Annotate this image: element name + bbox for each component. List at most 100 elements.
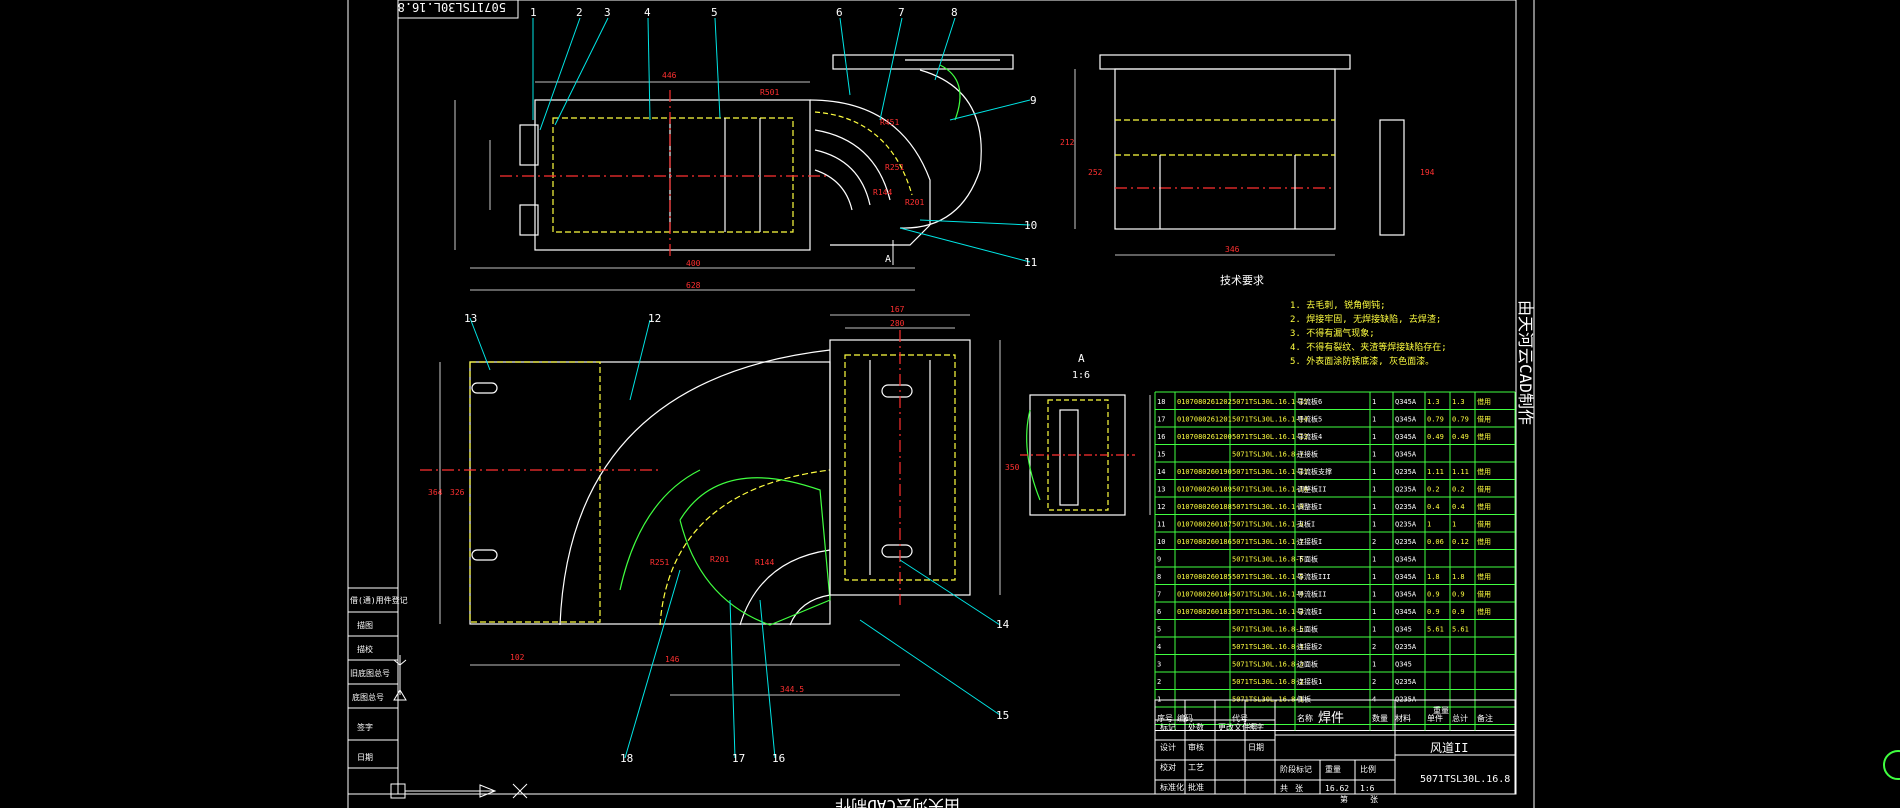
bom-cell: 0.9: [1452, 591, 1465, 599]
bom-cell: 1.3: [1452, 398, 1465, 406]
svg-text:更改文件号: 更改文件号: [1218, 722, 1258, 732]
bom-cell: Q345A: [1395, 573, 1417, 581]
bom-cell: Q345A: [1395, 433, 1417, 441]
svg-text:6: 6: [836, 6, 843, 19]
svg-text:350: 350: [1005, 463, 1020, 472]
watermark-right: 由天河云CAD制作: [1516, 300, 1535, 425]
svg-text:张: 张: [1370, 795, 1378, 804]
bom-cell: Q235A: [1395, 486, 1417, 494]
svg-text:A: A: [1078, 352, 1085, 365]
svg-text:签字: 签字: [1248, 722, 1264, 732]
bom-cell: 借用: [1477, 467, 1491, 476]
bom-cell: 5071TSL30L.16.1-10: [1232, 486, 1308, 494]
bom-cell: 侧板: [1297, 695, 1311, 704]
bom-cell: 0107080261201: [1177, 416, 1232, 424]
svg-text:326: 326: [450, 488, 465, 497]
svg-text:5. 外表面涂防锈底漆, 灰色面漆。: 5. 外表面涂防锈底漆, 灰色面漆。: [1290, 355, 1434, 367]
bom-cell: Q235A: [1395, 468, 1417, 476]
svg-text:底图总号: 底图总号: [352, 692, 384, 702]
bom-header-cell: 数量: [1372, 713, 1388, 723]
front-view: [454, 54, 1014, 291]
svg-text:1:6: 1:6: [1072, 370, 1090, 381]
svg-text:技术要求: 技术要求: [1220, 274, 1264, 287]
bom-cell: Q345: [1395, 626, 1412, 634]
bom-cell: 5.61: [1452, 626, 1469, 634]
svg-text:R251: R251: [885, 163, 904, 172]
bom-cell: 连接板: [1297, 450, 1318, 459]
bom-cell: 0107080260184: [1177, 591, 1232, 599]
bom-cell: 5071TSL30L.16.1-14: [1232, 416, 1308, 424]
bom-cell: 0.4: [1452, 503, 1465, 511]
svg-text:15: 15: [996, 709, 1009, 722]
svg-text:R144: R144: [755, 558, 774, 567]
svg-text:张: 张: [1295, 784, 1303, 793]
bom-cell: 2: [1372, 538, 1376, 546]
bom-cell: 1: [1372, 416, 1376, 424]
side-view-dims: 212 252 346 194: [1060, 138, 1435, 254]
svg-text:签字: 签字: [357, 722, 373, 732]
bom-cell: 借用: [1477, 415, 1491, 424]
bom-cell: 1: [1372, 521, 1376, 529]
balloon-leaders: [469, 17, 1031, 759]
bom-header-cell: 备注: [1477, 713, 1493, 723]
bom-cell: Q345A: [1395, 556, 1417, 564]
svg-text:标准化: 标准化: [1160, 782, 1184, 792]
bom-cell: 5071TSL30L.16.1-9: [1232, 503, 1304, 511]
bom-cell: 0.4: [1427, 503, 1440, 511]
bom-header-cell: 材料: [1395, 713, 1411, 723]
bom-cell: 连接板1: [1297, 677, 1322, 686]
svg-text:628: 628: [686, 281, 701, 290]
bom-cell: 1: [1372, 398, 1376, 406]
bom-cell: 上面板: [1297, 625, 1318, 634]
bom-cell: 1: [1372, 608, 1376, 616]
bom-cell: Q235A: [1395, 521, 1417, 529]
bom-cell: 5071TSL30L.16.8-5: [1232, 626, 1304, 634]
svg-text:14: 14: [996, 618, 1010, 631]
bom-cell: 8: [1157, 573, 1161, 581]
svg-text:旧底图总号: 旧底图总号: [350, 668, 390, 678]
bom-cell: 2: [1157, 678, 1161, 686]
grid-marker-icon[interactable]: [1883, 750, 1900, 780]
bom-cell: 1: [1372, 486, 1376, 494]
svg-text:审核: 审核: [1188, 742, 1204, 752]
svg-text:工艺: 工艺: [1188, 763, 1204, 772]
bom-header-cell: 总计: [1452, 713, 1468, 723]
bom-cell: 13: [1157, 486, 1165, 494]
bom-cell: Q235A: [1395, 503, 1417, 511]
bom-cell: 1: [1372, 626, 1376, 634]
bom-cell: 1: [1372, 433, 1376, 441]
bom-cell: 0107080261200: [1177, 433, 1232, 441]
bom-cell: 1: [1372, 556, 1376, 564]
bom-cell: 0.49: [1452, 433, 1469, 441]
svg-text:日期: 日期: [357, 753, 373, 762]
bom-cell: 5071TSL30L.16.1-3: [1232, 608, 1304, 616]
svg-text:5: 5: [711, 6, 718, 19]
bom-cell: 9: [1157, 556, 1161, 564]
svg-text:400: 400: [686, 259, 701, 268]
bom-cell: 借用: [1477, 572, 1491, 581]
front-view-dims: 446 400 628 R501 R451 R251 R201 R144: [662, 71, 924, 290]
svg-text:1: 1: [530, 6, 537, 19]
top-code-text: 5071TSL30L.16.8: [398, 0, 506, 14]
svg-text:R144: R144: [873, 188, 892, 197]
bom-cell: 10: [1157, 538, 1165, 546]
bom-cell: 1.11: [1427, 468, 1444, 476]
bom-cell: 0107080260188: [1177, 503, 1232, 511]
svg-text:3. 不得有漏气现象;: 3. 不得有漏气现象;: [1290, 327, 1375, 339]
bom-cell: 16: [1157, 433, 1165, 441]
bom-header-cell: 单件: [1427, 713, 1443, 723]
bom-cell: 0.12: [1452, 538, 1469, 546]
bom-cell: 借用: [1477, 590, 1491, 599]
svg-text:4. 不得有裂纹、夹渣等焊接缺陷存在;: 4. 不得有裂纹、夹渣等焊接缺陷存在;: [1290, 341, 1447, 353]
svg-text:描校: 描校: [357, 644, 373, 654]
bom-cell: 导流板支撑: [1297, 467, 1332, 476]
bom-cell: 1: [1372, 661, 1376, 669]
svg-text:11: 11: [1024, 256, 1037, 269]
bom-cell: 2: [1372, 678, 1376, 686]
svg-text:102: 102: [510, 653, 525, 662]
svg-text:194: 194: [1420, 168, 1435, 177]
bom-cell: Q345A: [1395, 416, 1417, 424]
side-panel: [347, 587, 399, 795]
